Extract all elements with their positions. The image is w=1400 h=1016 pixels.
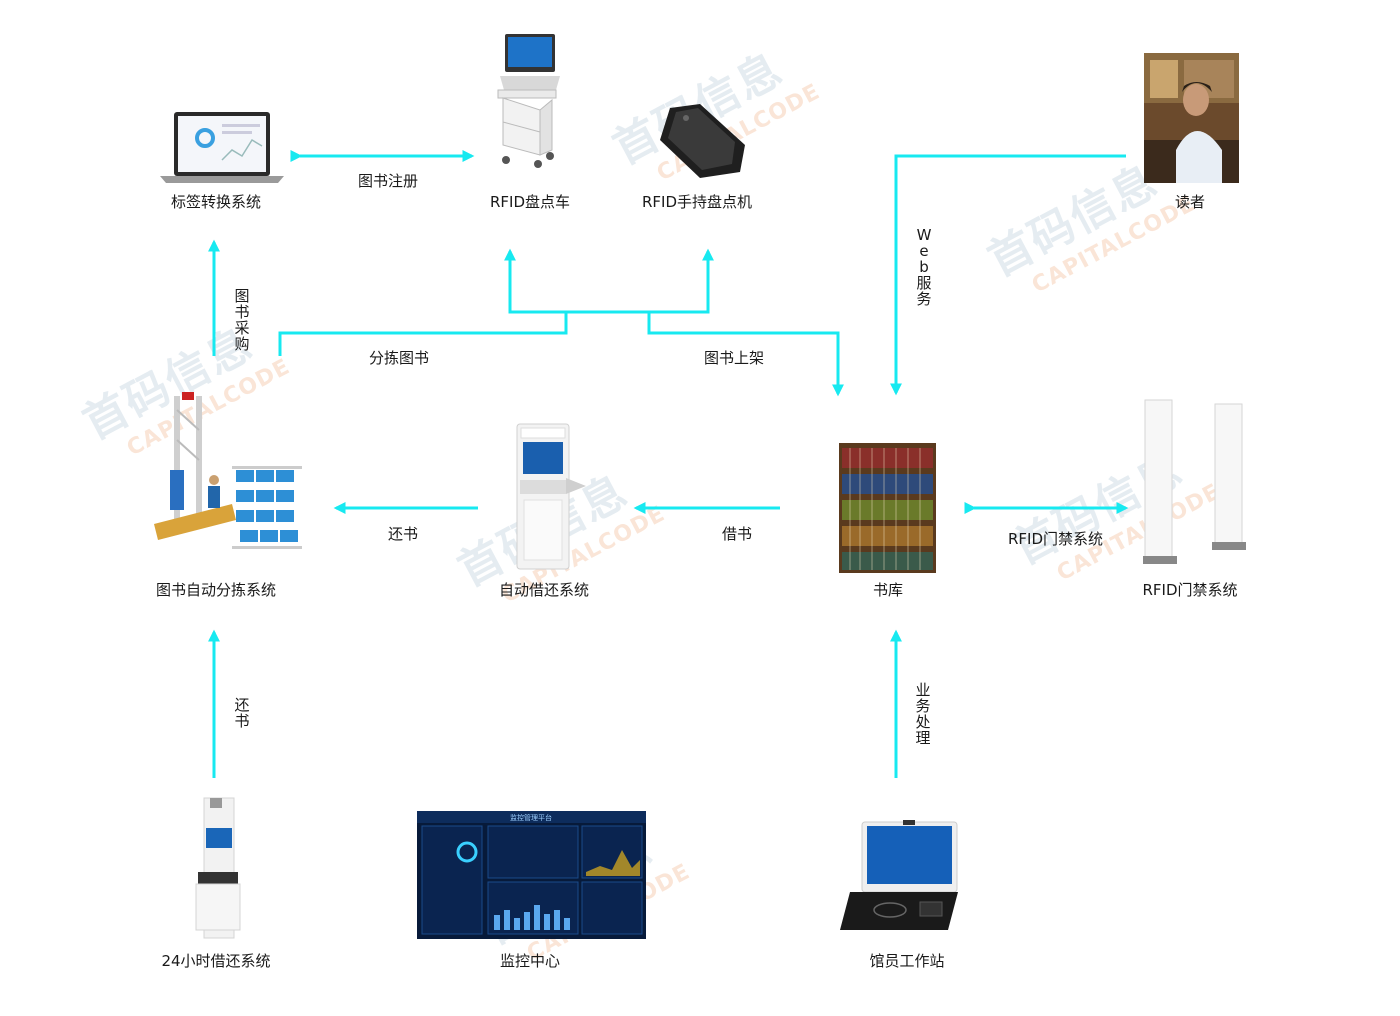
edge-label-shelve: 图书上架 — [704, 349, 765, 367]
node-rfid-cart: RFID盘点车 — [489, 193, 571, 211]
kiosk-24h-icon — [195, 797, 241, 939]
edge-label-borrow: 借书 — [722, 525, 753, 543]
rfid-cart-icon — [497, 34, 560, 168]
node-sorting-system: 图书自动分拣系统 — [155, 581, 277, 599]
edge-label-register: 图书注册 — [358, 172, 419, 190]
edge-label-24h-return: 还书 — [234, 696, 250, 730]
workstation-icon — [840, 820, 958, 930]
edge-label-sort: 分拣图书 — [369, 349, 430, 367]
sorting-machine-icon — [154, 392, 302, 549]
self-service-kiosk-icon — [516, 423, 586, 570]
rfid-gate-icon — [1143, 399, 1246, 564]
node-gate-device: RFID门禁系统 — [1142, 581, 1238, 599]
monitoring-dashboard-screen: 监控管理平台 — [417, 811, 646, 939]
edge-label-purchase: 图书采购 — [234, 287, 250, 353]
edge-label-gate: RFID门禁系统 — [1008, 530, 1104, 548]
laptop-icon — [160, 112, 284, 183]
handheld-scanner-icon — [660, 104, 745, 178]
node-stacks: 书库 — [872, 581, 904, 599]
node-librarian-station: 馆员工作站 — [869, 952, 945, 970]
node-reader: 读者 — [1174, 193, 1206, 211]
edge-label-web-service: Web服务 — [916, 226, 932, 308]
edge-label-return: 还书 — [388, 525, 419, 543]
arrow-shelve — [647, 312, 844, 397]
node-kiosk-24h: 24小时借还系统 — [161, 952, 271, 970]
edge-label-business: 业务处理 — [915, 681, 931, 747]
node-label-converter: 标签转换系统 — [170, 193, 262, 211]
node-monitor-center: 监控中心 — [499, 952, 561, 970]
arrow-sort-to-cart — [278, 248, 568, 356]
node-self-service: 自动借还系统 — [498, 581, 590, 599]
node-rfid-handheld: RFID手持盘点机 — [641, 193, 753, 211]
reader-photo — [1144, 53, 1239, 183]
bookshelf-photo — [839, 443, 936, 573]
arrow-sort-to-handheld — [566, 248, 714, 314]
arrow-web-service — [890, 154, 1126, 396]
dashboard-title: 监控管理平台 — [510, 813, 552, 822]
